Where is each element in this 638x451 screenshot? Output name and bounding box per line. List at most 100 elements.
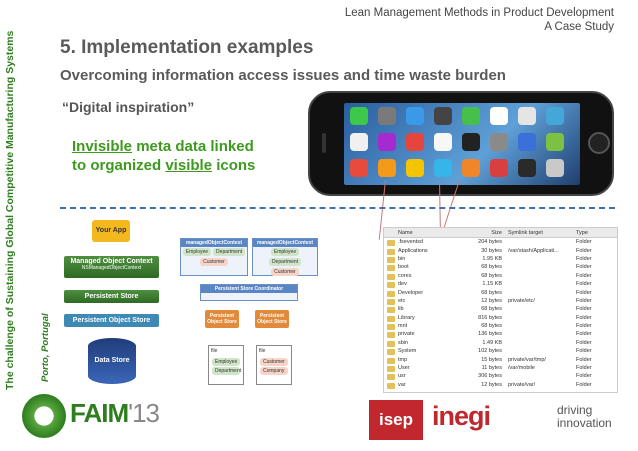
app-icon [518,159,536,177]
tagline-line-2: innovation [557,416,612,430]
table-row[interactable]: User 11 bytes/var/mobile Folder [384,364,617,373]
folder-icon [387,357,395,364]
context-1-label: managedObjectContext [181,239,247,247]
app-icon [490,107,508,125]
table-row[interactable]: etc 12 bytes private/etc/Folder [384,297,617,305]
phone-image [308,91,614,196]
file-size: 816 bytes [478,314,502,321]
doc-entity-employee: Employee [212,358,240,366]
file-browser-table: Name Size Symlink target Type .fseventsd… [383,227,618,393]
file-type: Folder [576,272,592,279]
pos-box: Persistent Object Store [64,314,159,327]
entity-employee: Employee [182,248,212,256]
column-header-size[interactable]: Size [491,229,502,236]
file-name: tmp [384,357,464,364]
file-name: System [384,348,464,356]
file-name: etc [384,298,464,305]
doc-entity-company: Company [260,367,288,375]
file-symlink: /var/mobile [508,365,535,372]
faim-globe-logo [22,394,66,438]
file-size: 12 bytes [481,381,502,388]
folder-icon [387,349,395,356]
file-type: Folder [576,314,592,321]
app-icon [462,133,480,151]
file-symlink: private/etc/ [508,297,535,304]
entity-customer: Customer [271,268,299,276]
file-size: 15 bytes [481,356,502,363]
inegi-logo: inegi [432,401,491,431]
moc-box: Managed Object Context NSManagedObjectCo… [64,256,159,278]
app-icon [378,107,396,125]
phone-speaker [322,133,326,153]
file-type: Folder [576,365,592,372]
file-label-2: file [259,348,266,354]
store-box-2: Persistent Object Store [255,310,289,328]
file-size: 30 bytes [481,247,502,254]
context-2-label: managedObjectContext [253,239,317,247]
app-icon [546,133,564,151]
file-symlink: private/var/tmp/ [508,356,546,363]
file-type: Folder [576,306,592,313]
folder-icon [387,248,395,255]
app-icon [406,107,424,125]
app-icon [462,107,480,125]
faim-logo: FAIM'13 [70,398,160,429]
home-button [588,132,610,154]
tagline-line-1: driving [557,403,593,417]
folder-icon [387,290,395,297]
green-callout: Invisible meta data linked to organized … [72,137,255,175]
entity-employee: Employee [270,248,300,256]
green-line-2-start: to organized [72,157,166,174]
file-type: Folder [576,264,592,271]
file-name: User [384,365,464,373]
folder-icon [387,374,395,381]
invisible-word: Invisible [72,138,133,155]
app-icon [350,159,368,177]
file-type: Folder [576,339,592,346]
file-name: bin [384,256,464,263]
file-size: 12 bytes [481,297,502,304]
app-icon [434,133,452,151]
file-name: lib [384,306,464,314]
file-type: Folder [576,373,592,380]
column-header-type[interactable]: Type [576,229,588,236]
file-size: 11 bytes [481,365,502,372]
header: Lean Management Methods in Product Devel… [345,6,614,34]
faim-text: FAIM [70,398,129,428]
file-type: Folder [576,247,592,254]
folder-icon [387,273,395,280]
file-doc-1: file Employee Department [208,345,244,385]
app-icon [518,107,536,125]
file-size: 136 bytes [478,331,502,338]
file-symlink: /var/stash/Applicati... [508,247,559,254]
column-header-name[interactable]: Name [398,229,413,236]
app-icon [518,133,536,151]
file-type: Folder [576,323,592,330]
data-store-cylinder: Data Store [88,338,136,384]
file-size: 1.15 KB [482,281,502,288]
file-type: Folder [576,381,592,388]
file-type: Folder [576,297,592,304]
app-icon [378,159,396,177]
app-icon [434,159,452,177]
header-line-1: Lean Management Methods in Product Devel… [344,7,614,19]
column-header-symlink[interactable]: Symlink target [508,229,543,236]
moc-label: Managed Object Context [70,258,153,265]
folder-icon [387,307,395,314]
